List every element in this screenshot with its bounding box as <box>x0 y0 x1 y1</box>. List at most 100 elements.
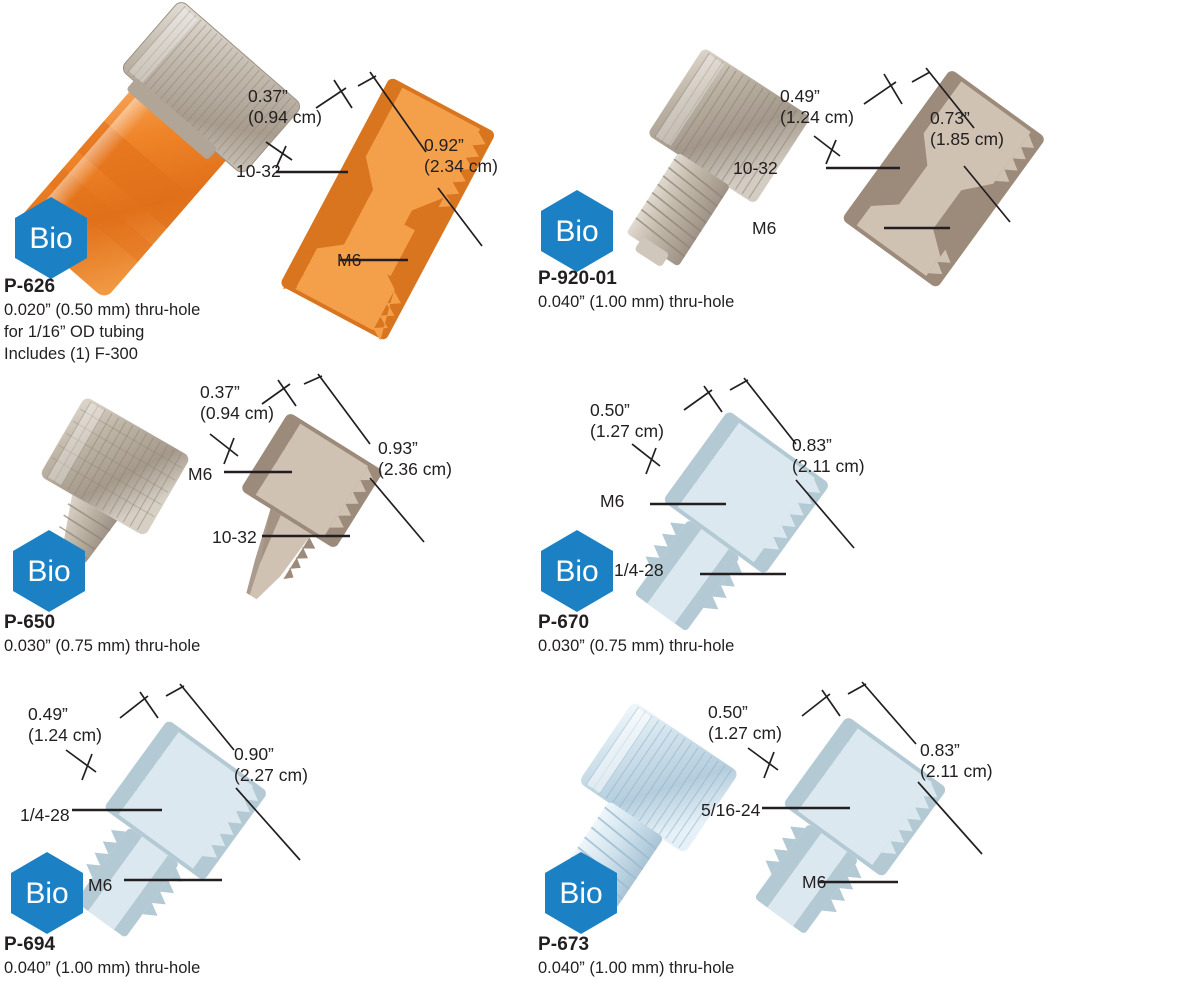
dim-value-cm: (0.94 cm) <box>200 403 274 423</box>
p-670-lower-thread-label: 1/4-28 <box>614 560 664 580</box>
product-p-920-01: 0.49” (1.24 cm) 0.73” (1.85 cm) 10-32 M6… <box>530 0 1200 360</box>
bio-badge-label: Bio <box>27 555 70 588</box>
p-670-head-width-label: 0.50” (1.27 cm) <box>590 400 664 442</box>
bio-badge-label: Bio <box>555 215 598 248</box>
p-673-overall-length-label: 0.83” (2.11 cm) <box>920 740 993 782</box>
p-920-01-lower-thread-label: M6 <box>752 218 777 238</box>
p-626-caption: P-626 0.020” (0.50 mm) thru-hole for 1/1… <box>4 276 200 364</box>
p-670-desc-line-1: 0.030” (0.75 mm) thru-hole <box>538 636 735 655</box>
p-626-dimension-lines <box>230 60 530 300</box>
hexagon-icon <box>11 852 83 934</box>
dim-value-cm: (2.27 cm) <box>234 765 308 785</box>
p-920-01-bio-badge: Bio <box>538 188 616 274</box>
bio-badge-label: Bio <box>559 877 602 910</box>
dim-value-inch: 0.83” <box>792 435 832 455</box>
dim-value-inch: 0.37” <box>248 86 288 106</box>
dim-value-cm: (0.94 cm) <box>248 107 322 127</box>
dim-value-inch: 0.37” <box>200 382 240 402</box>
p-650-cross-section <box>208 390 488 640</box>
p-673-upper-thread-label: 5/16-24 <box>701 800 761 820</box>
p-626-lower-thread-label: M6 <box>337 250 362 270</box>
dim-value-inch: 0.49” <box>28 704 68 724</box>
dim-value-cm: (1.27 cm) <box>708 723 782 743</box>
p-626-upper-thread-label: 10-32 <box>236 161 281 181</box>
product-p-626: 0.37” (0.94 cm) 0.92” (2.34 cm) 10-32 M6… <box>0 0 530 363</box>
p-626-code: P-626 <box>4 276 56 297</box>
p-694-desc-line-1: 0.040” (1.00 mm) thru-hole <box>4 958 201 977</box>
p-694-overall-length-label: 0.90” (2.27 cm) <box>234 744 308 786</box>
p-650-head-width-label: 0.37” (0.94 cm) <box>200 382 274 424</box>
bio-badge-label: Bio <box>555 555 598 588</box>
dim-value-inch: 0.92” <box>424 135 464 155</box>
p-694-lower-thread-label: M6 <box>88 875 113 895</box>
p-626-bio-badge: Bio <box>12 195 90 281</box>
dim-value-cm: (2.11 cm) <box>920 761 993 781</box>
dim-value-cm: (1.27 cm) <box>590 421 664 441</box>
p-670-bio-badge: Bio <box>538 528 616 614</box>
p-673-head-width-label: 0.50” (1.27 cm) <box>708 702 782 744</box>
p-670-caption: P-670 0.030” (0.75 mm) thru-hole <box>538 612 734 656</box>
p-650-desc-line-1: 0.030” (0.75 mm) thru-hole <box>4 636 201 655</box>
dim-value-inch: 0.93” <box>378 438 418 458</box>
p-626-desc-line-3: Includes (1) F-300 <box>4 345 138 364</box>
p-650-code: P-650 <box>4 612 56 633</box>
dim-value-cm: (2.34 cm) <box>424 156 498 176</box>
p-650-dimension-lines <box>180 373 500 630</box>
p-626-desc-line-1: 0.020” (0.50 mm) thru-hole <box>4 300 201 319</box>
p-920-01-dimension-lines <box>778 60 1098 280</box>
dim-value-inch: 0.90” <box>234 744 274 764</box>
dim-value-cm: (1.24 cm) <box>28 725 102 745</box>
p-920-01-code: P-920-01 <box>538 268 617 289</box>
p-920-01-product-photo <box>590 49 840 290</box>
p-694-cross-section <box>48 720 348 960</box>
dim-value-inch: 0.50” <box>590 400 630 420</box>
hexagon-icon <box>13 530 85 612</box>
p-920-01-upper-thread-label: 10-32 <box>733 158 778 178</box>
product-p-694: 0.49” (1.24 cm) 0.90” (2.27 cm) 1/4-28 M… <box>0 672 530 987</box>
p-694-upper-thread-label: 1/4-28 <box>20 805 70 825</box>
p-694-code: P-694 <box>4 934 56 955</box>
dim-value-inch: 0.49” <box>780 86 820 106</box>
p-670-overall-length-label: 0.83” (2.11 cm) <box>792 435 865 477</box>
p-694-bio-badge: Bio <box>8 850 86 936</box>
p-694-head-width-label: 0.49” (1.24 cm) <box>28 704 102 746</box>
p-920-01-overall-length-label: 0.73” (1.85 cm) <box>930 108 1004 150</box>
p-626-head-width-label: 0.37” (0.94 cm) <box>248 86 322 128</box>
bio-badge-label: Bio <box>29 222 72 255</box>
p-626-desc-line-2: for 1/16” OD tubing <box>4 322 145 341</box>
p-626-overall-length-label: 0.92” (2.34 cm) <box>424 135 498 177</box>
product-p-673: 0.50” (1.27 cm) 0.83” (2.11 cm) 5/16-24 … <box>530 672 1200 987</box>
p-920-01-head-width-label: 0.49” (1.24 cm) <box>780 86 854 128</box>
hexagon-icon <box>15 197 87 279</box>
hexagon-icon <box>541 530 613 612</box>
p-650-product-photo <box>0 398 216 635</box>
p-670-cross-section <box>610 410 910 660</box>
hexagon-icon <box>545 852 617 934</box>
p-650-caption: P-650 0.030” (0.75 mm) thru-hole <box>4 612 200 656</box>
p-670-code: P-670 <box>538 612 590 633</box>
p-650-upper-thread-label: M6 <box>188 464 213 484</box>
p-673-bio-badge: Bio <box>542 850 620 936</box>
product-p-670: 0.50” (1.27 cm) 0.83” (2.11 cm) M6 1/4-2… <box>530 360 1200 680</box>
dim-value-inch: 0.83” <box>920 740 960 760</box>
dim-value-cm: (2.36 cm) <box>378 459 452 479</box>
dim-value-inch: 0.73” <box>930 108 970 128</box>
hexagon-icon <box>541 190 613 272</box>
p-670-dimension-lines <box>580 377 920 638</box>
p-670-upper-thread-label: M6 <box>600 491 625 511</box>
product-p-650: 0.37” (0.94 cm) 0.93” (2.36 cm) M6 10-32… <box>0 360 530 680</box>
dim-value-cm: (1.85 cm) <box>930 129 1004 149</box>
p-673-code: P-673 <box>538 934 590 955</box>
p-650-lower-thread-label: 10-32 <box>212 527 257 547</box>
p-673-lower-thread-label: M6 <box>802 872 827 892</box>
dim-value-cm: (2.11 cm) <box>792 456 865 476</box>
p-920-01-desc-line-1: 0.040” (1.00 mm) thru-hole <box>538 292 735 311</box>
p-694-caption: P-694 0.040” (1.00 mm) thru-hole <box>4 934 200 978</box>
bio-badge-label: Bio <box>25 877 68 910</box>
p-650-bio-badge: Bio <box>10 528 88 614</box>
p-673-caption: P-673 0.040” (1.00 mm) thru-hole <box>538 934 734 978</box>
p-673-cross-section <box>730 716 1030 966</box>
p-673-dimension-lines <box>700 681 1040 940</box>
p-650-overall-length-label: 0.93” (2.36 cm) <box>378 438 452 480</box>
